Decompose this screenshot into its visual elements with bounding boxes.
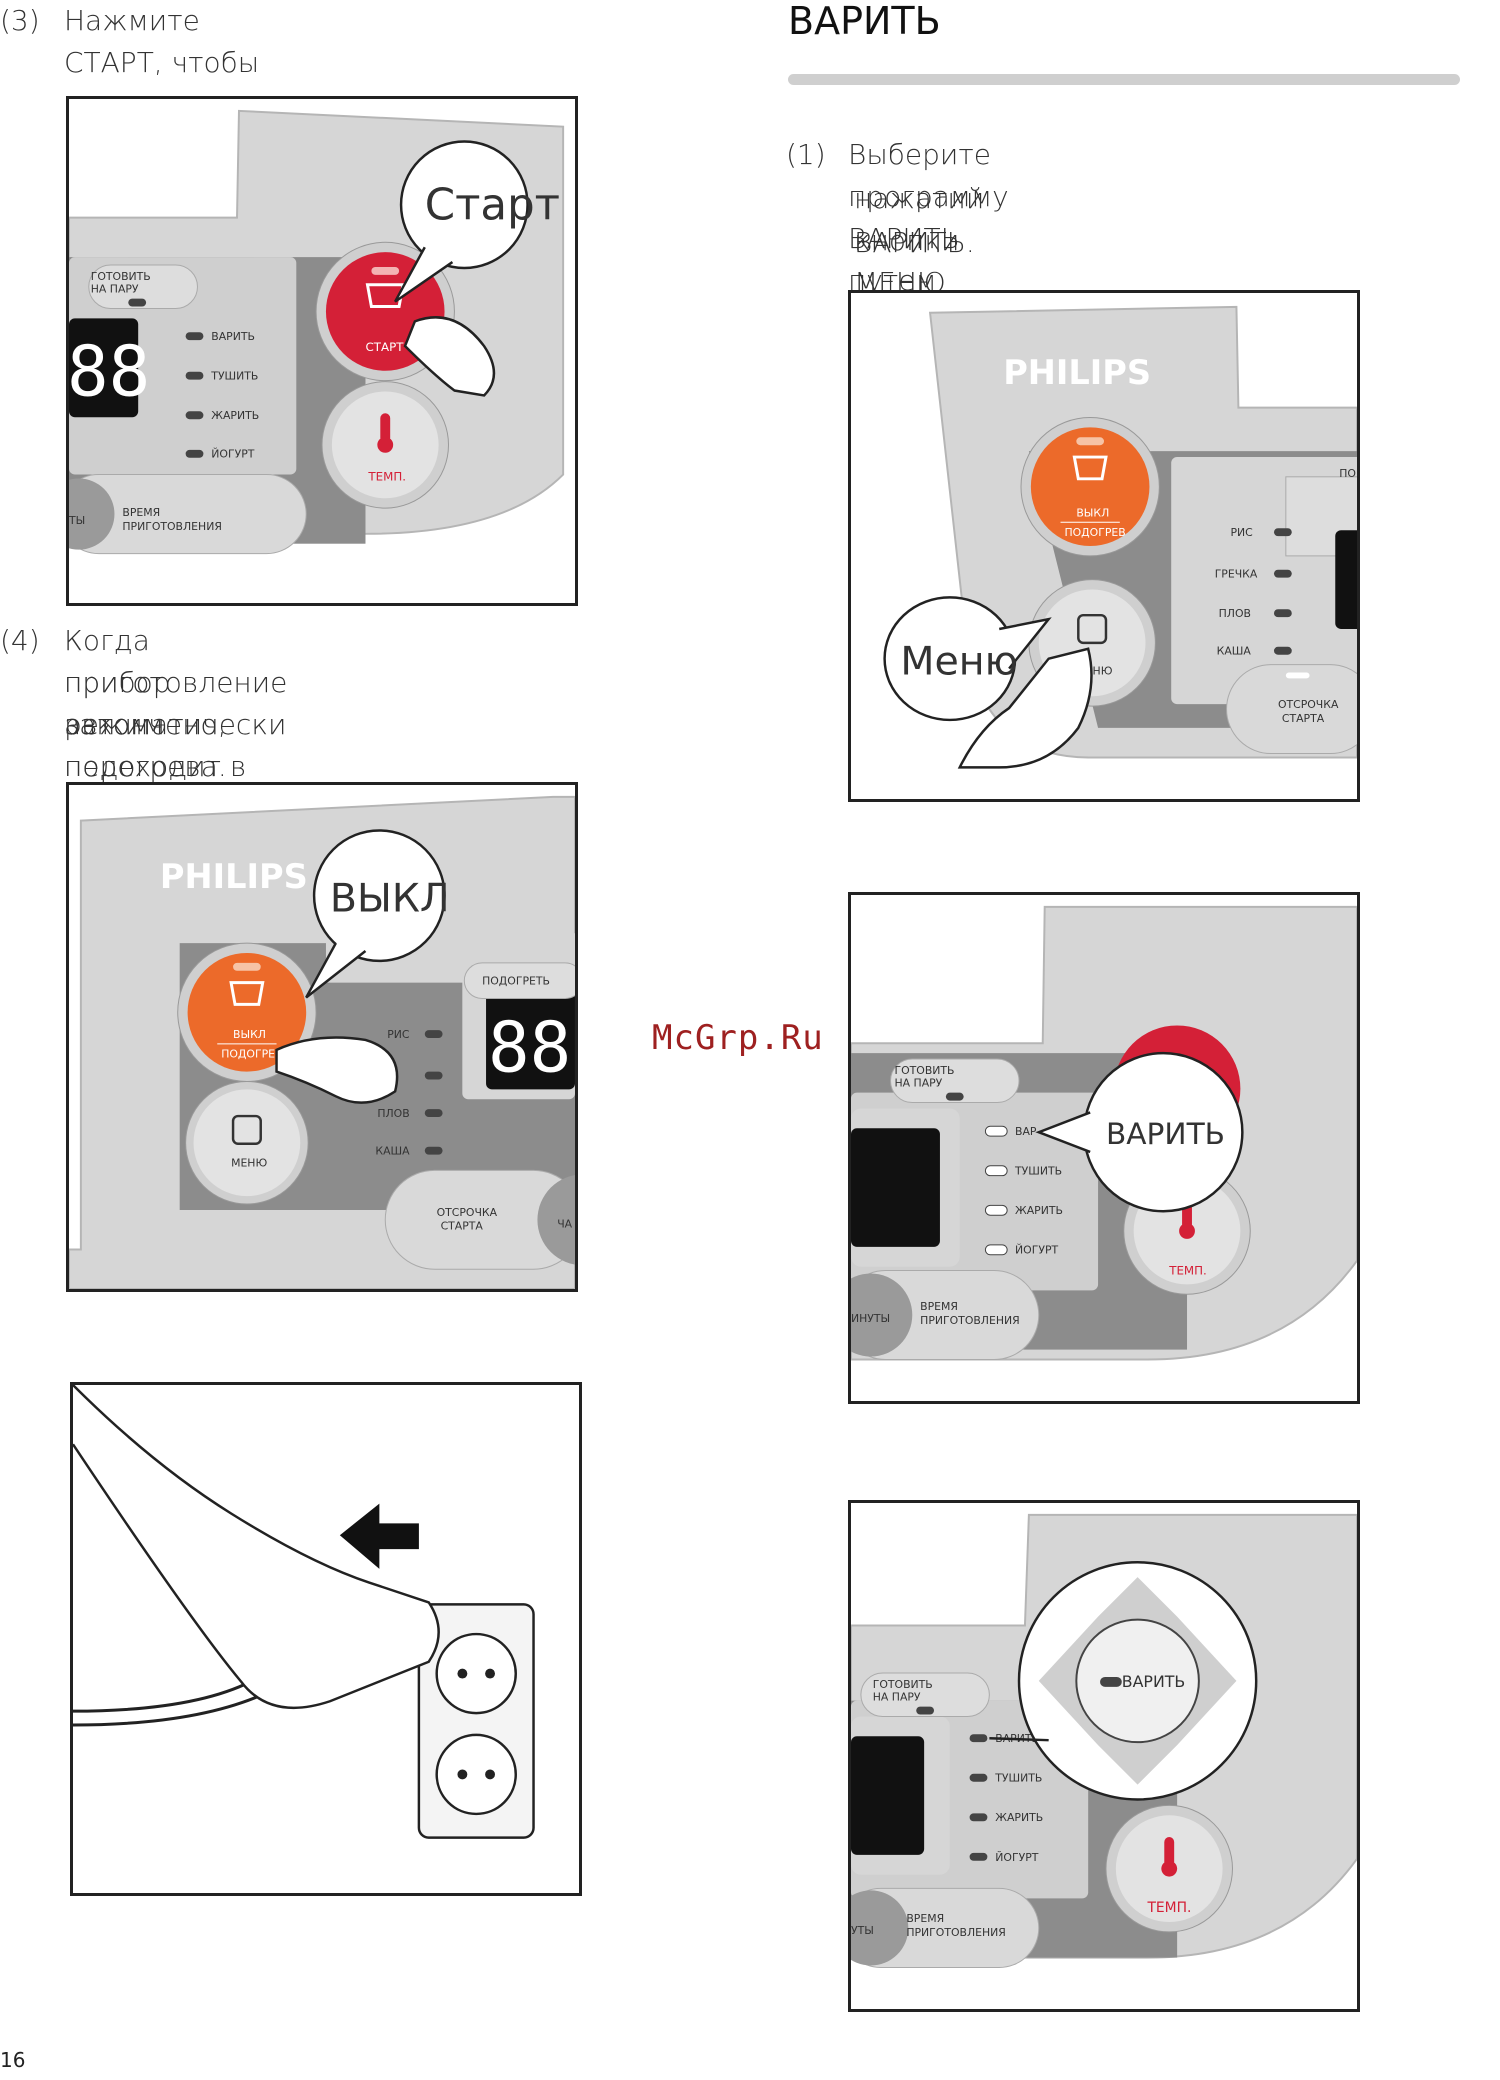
watermark: McGrp.Ru <box>652 1018 824 1058</box>
figure-start: 88 ГОТОВИТЬ НА ПАРУ ВАРИТЬ ТУШИТЬ ЖАРИТЬ… <box>66 96 578 606</box>
off-panel-illustration: PHILIPS 88 ПОДОГРЕТЬ РИС ПЛОВ КАША ОТСРО… <box>69 795 575 1289</box>
minutes-fragment: УТЫ <box>851 1924 874 1937</box>
indicator-yogurt: ЙОГУРТ <box>1015 1244 1058 1257</box>
arrow-left-icon <box>339 1503 419 1569</box>
indicator-plov: ПЛОВ <box>1219 607 1251 620</box>
time-label-2: ПРИГОТОВЛЕНИЯ <box>122 520 222 533</box>
page-number: 16 <box>0 2048 26 2072</box>
start-panel-illustration: 88 ГОТОВИТЬ НА ПАРУ ВАРИТЬ ТУШИТЬ ЖАРИТЬ… <box>69 109 565 555</box>
menu-icon <box>1077 613 1108 645</box>
temp-button-label: ТЕМП. <box>367 469 406 483</box>
pointing-hand <box>275 1036 399 1104</box>
indicator-kasha: КАША <box>1217 645 1252 658</box>
start-button-label: СТАРТ <box>365 340 404 354</box>
display-digits: 88 <box>69 332 150 412</box>
warm-label: ПОДОГРЕТЬ <box>482 975 550 988</box>
thermometer-icon <box>380 413 391 443</box>
off-button <box>1030 427 1150 546</box>
indicator-tushit: ТУШИТЬ <box>994 1772 1042 1785</box>
steam-label-2: НА ПАРУ <box>894 1077 942 1090</box>
indicator-zharit: ЖАРИТЬ <box>211 409 259 422</box>
indicator-zharit: ЖАРИТЬ <box>1015 1204 1063 1217</box>
warm-fragment: ПО <box>1339 467 1356 480</box>
step-4-line-2: прибор автоматически переходит в <box>64 666 287 783</box>
indicator-yogurt: ЙОГУРТ <box>995 1851 1038 1864</box>
step-4-line-1: Когда приготовление закончено, <box>64 624 288 741</box>
indicator-kasha: КАША <box>375 1145 410 1158</box>
figure-menu: PHILIPS ПО РИС ГРЕЧКА ПЛОВ КАША ОТСРОЧКА… <box>848 290 1360 802</box>
delay-label-1: ОТСРОЧКА <box>1278 698 1339 711</box>
off-button-label-1: ВЫКЛ <box>1076 506 1109 519</box>
varit-callout: ВАРИТЬ <box>1106 1116 1225 1151</box>
steam-label-1: ГОТОВИТЬ <box>894 1064 954 1077</box>
varit-lit-panel-illustration: ГОТОВИТЬ НА ПАРУ ВАРИТЬ ТУШИТЬ ЖАРИТЬ ЙО… <box>851 1513 1357 1968</box>
off-button-label-2: ПОДОГРЕВ <box>1064 526 1125 539</box>
minutes-fragment: ИНУТЫ <box>851 1312 890 1325</box>
philips-logo: PHILIPS <box>1003 353 1151 392</box>
indicator-tushit: ТУШИТЬ <box>1014 1165 1062 1178</box>
step-3-number: (3) <box>0 4 40 37</box>
hours-fragment: ЧА <box>557 1218 572 1231</box>
off-button <box>187 953 307 1072</box>
indicator-ris: РИС <box>1231 526 1253 539</box>
time-label-2: ПРИГОТОВЛЕНИЯ <box>920 1314 1020 1327</box>
figure-unplug <box>70 1382 582 1896</box>
indicator-yogurt: ЙОГУРТ <box>211 448 254 461</box>
indicator-plov: ПЛОВ <box>377 1107 409 1120</box>
steam-label-2: НА ПАРУ <box>91 283 139 296</box>
step-1-number: (1) <box>786 138 826 171</box>
display-digits: 88 <box>488 1009 571 1089</box>
indicator-varit: ВАРИТЬ <box>211 330 255 343</box>
pot-icon <box>229 981 265 1006</box>
indicator-tushit: ТУШИТЬ <box>210 370 258 383</box>
step-4-number: (4) <box>0 624 40 657</box>
steam-label-2: НА ПАРУ <box>873 1691 921 1704</box>
figure-off: PHILIPS 88 ПОДОГРЕТЬ РИС ПЛОВ КАША ОТСРО… <box>66 782 578 1292</box>
step-1-line-3: ВАРИТЬ. <box>854 226 975 259</box>
time-label-1: ВРЕМЯ <box>906 1912 944 1925</box>
pointing-hand <box>403 316 496 397</box>
indicator-grechka: ГРЕЧКА <box>1215 568 1258 581</box>
start-callout: Старт <box>425 181 560 231</box>
pointing-hand <box>957 647 1093 769</box>
hand <box>73 1385 440 1710</box>
pot-icon <box>365 283 405 309</box>
off-callout: ВЫКЛ <box>330 875 450 921</box>
off-button-label-2: ПОДОГРЕВ <box>221 1048 282 1061</box>
figure-varit-lit: ГОТОВИТЬ НА ПАРУ ВАРИТЬ ТУШИТЬ ЖАРИТЬ ЙО… <box>848 1500 1360 2012</box>
time-label-2: ПРИГОТОВЛЕНИЯ <box>906 1926 1006 1939</box>
menu-button-label: МЕНЮ <box>231 1156 267 1169</box>
philips-logo: PHILIPS <box>160 857 308 896</box>
pot-icon <box>1072 455 1108 481</box>
off-button-label-1: ВЫКЛ <box>233 1028 266 1041</box>
step-4-line-3: режим подогрева. <box>64 708 227 783</box>
unplug-illustration <box>73 1385 535 1839</box>
indicator-ris: РИС <box>387 1028 409 1041</box>
steam-label-1: ГОТОВИТЬ <box>873 1678 933 1691</box>
menu-callout: Меню <box>900 638 1018 684</box>
temp-button-label: ТЕМП. <box>1168 1264 1207 1278</box>
heading-rule <box>788 74 1460 85</box>
time-label-1: ВРЕМЯ <box>920 1300 958 1313</box>
temp-button-label: ТЕМП. <box>1146 1900 1191 1916</box>
varit-panel-illustration: ГОТОВИТЬ НА ПАРУ ВАР ТУШИТЬ ЖАРИТЬ ЙОГУР… <box>851 905 1357 1361</box>
zoom-varit-label: ВАРИТЬ <box>1122 1672 1185 1691</box>
menu-icon <box>231 1114 262 1145</box>
figure-varit: ГОТОВИТЬ НА ПАРУ ВАР ТУШИТЬ ЖАРИТЬ ЙОГУР… <box>848 892 1360 1404</box>
delay-label-1: ОТСРОЧКА <box>437 1206 498 1219</box>
delay-label-2: СТАРТА <box>441 1220 484 1233</box>
section-heading: ВАРИТЬ <box>788 0 941 43</box>
indicator-zharit: ЖАРИТЬ <box>995 1811 1043 1824</box>
delay-label-2: СТАРТА <box>1282 712 1325 725</box>
varit-indicator-lit <box>1100 1676 1122 1687</box>
minutes-fragment: ТЫ <box>69 514 85 527</box>
steam-label-1: ГОТОВИТЬ <box>91 270 151 283</box>
thermometer-icon <box>1164 1837 1175 1867</box>
time-label-1: ВРЕМЯ <box>122 506 160 519</box>
menu-panel-illustration: PHILIPS ПО РИС ГРЕЧКА ПЛОВ КАША ОТСРОЧКА… <box>883 305 1357 769</box>
indicator-varit-fragment: ВАР <box>1015 1125 1037 1138</box>
